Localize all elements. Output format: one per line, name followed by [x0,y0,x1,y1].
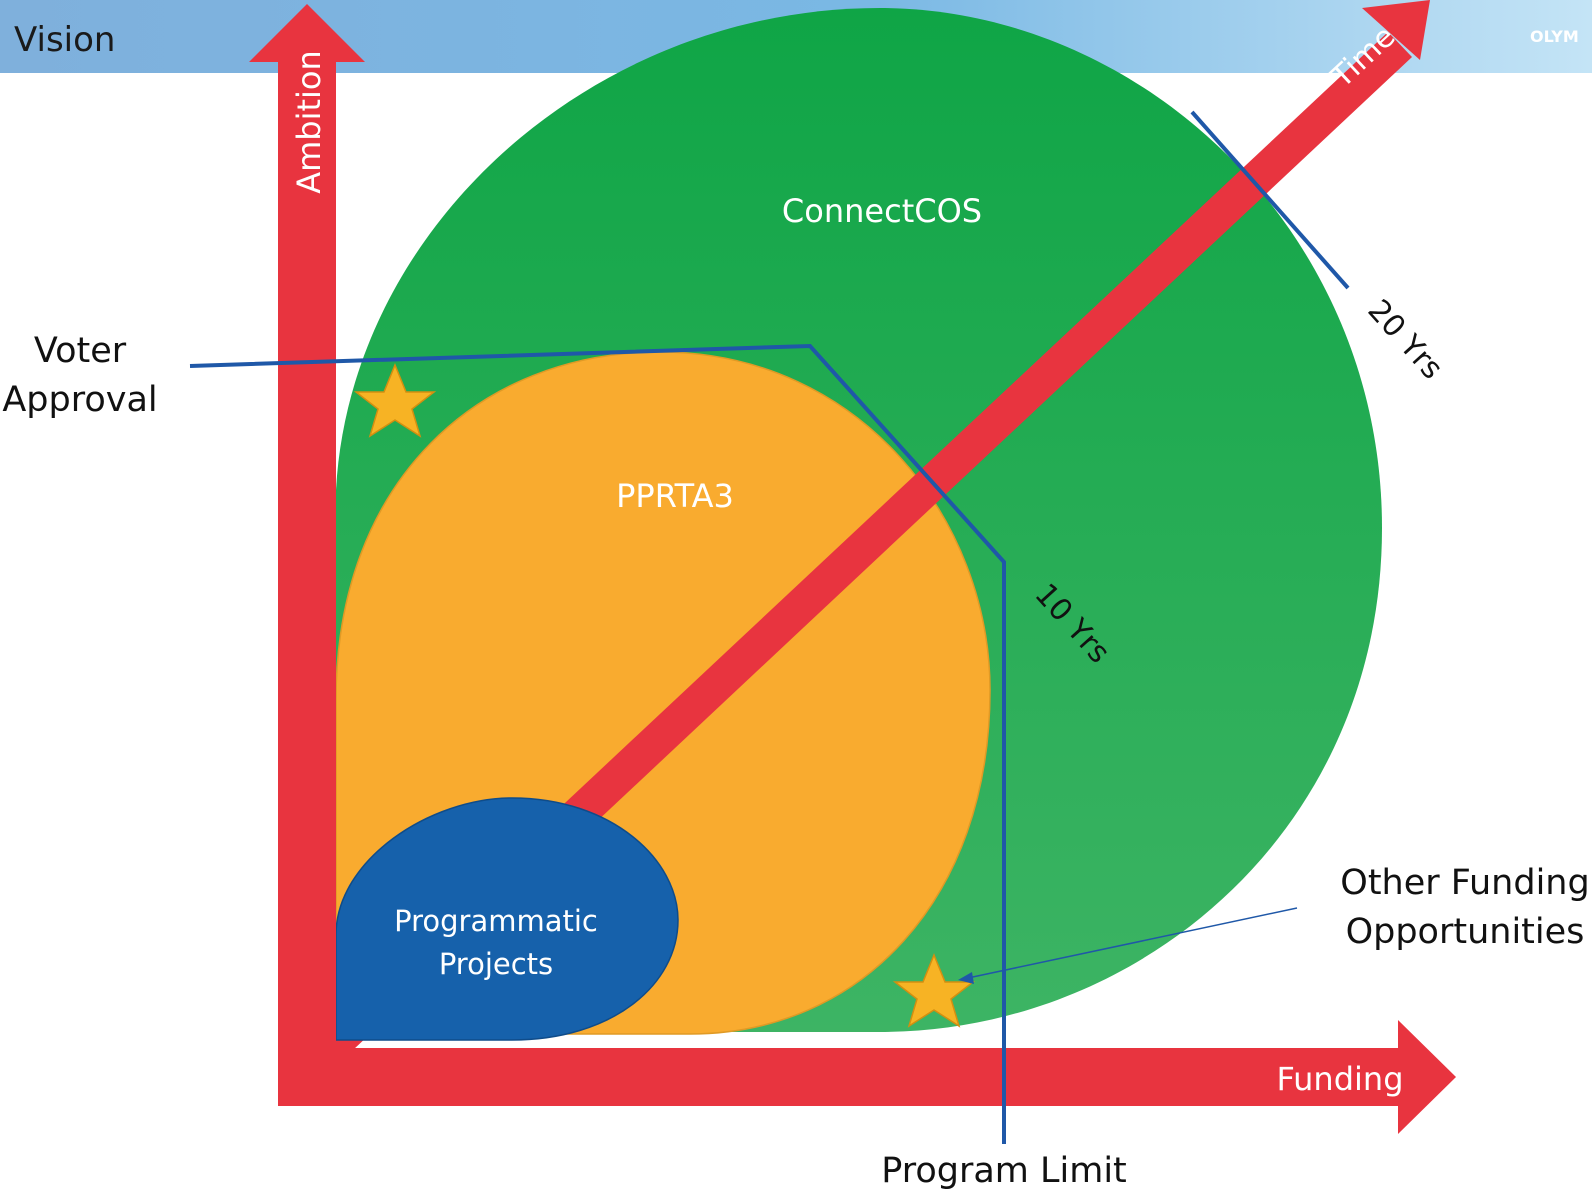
connectcos-label: ConnectCOS [782,192,982,230]
ambition-axis-label: Ambition [290,50,328,194]
voter-approval-label-line1: Voter [34,331,127,371]
region-programmatic-projects [335,797,679,1041]
pprta3-label: PPRTA3 [616,477,734,515]
program-limit-label: Program Limit [881,1151,1127,1191]
other-funding-label-line2: Opportunities [1346,912,1585,952]
programmatic-label-line2: Projects [439,947,553,981]
twenty-years-label: 20 Yrs [1361,293,1450,386]
page-title: Vision [14,20,115,60]
program-limit-line [189,343,1006,1144]
logo-text: OLYM [1530,27,1579,46]
funding-axis-arrow [278,1020,1456,1134]
twenty-years-line [1190,110,1350,290]
ambition-axis-arrow [249,4,365,1077]
other-funding-pointer [958,907,1298,984]
programmatic-label-line1: Programmatic [394,904,598,938]
other-funding-star-icon [892,953,976,1028]
funding-axis-label: Funding [1276,1060,1403,1098]
voter-approval-star-icon [353,363,437,438]
time-axis-arrow [313,0,1430,1065]
voter-approval-label-line2: Approval [2,380,157,420]
other-funding-label-line1: Other Funding [1340,863,1589,903]
